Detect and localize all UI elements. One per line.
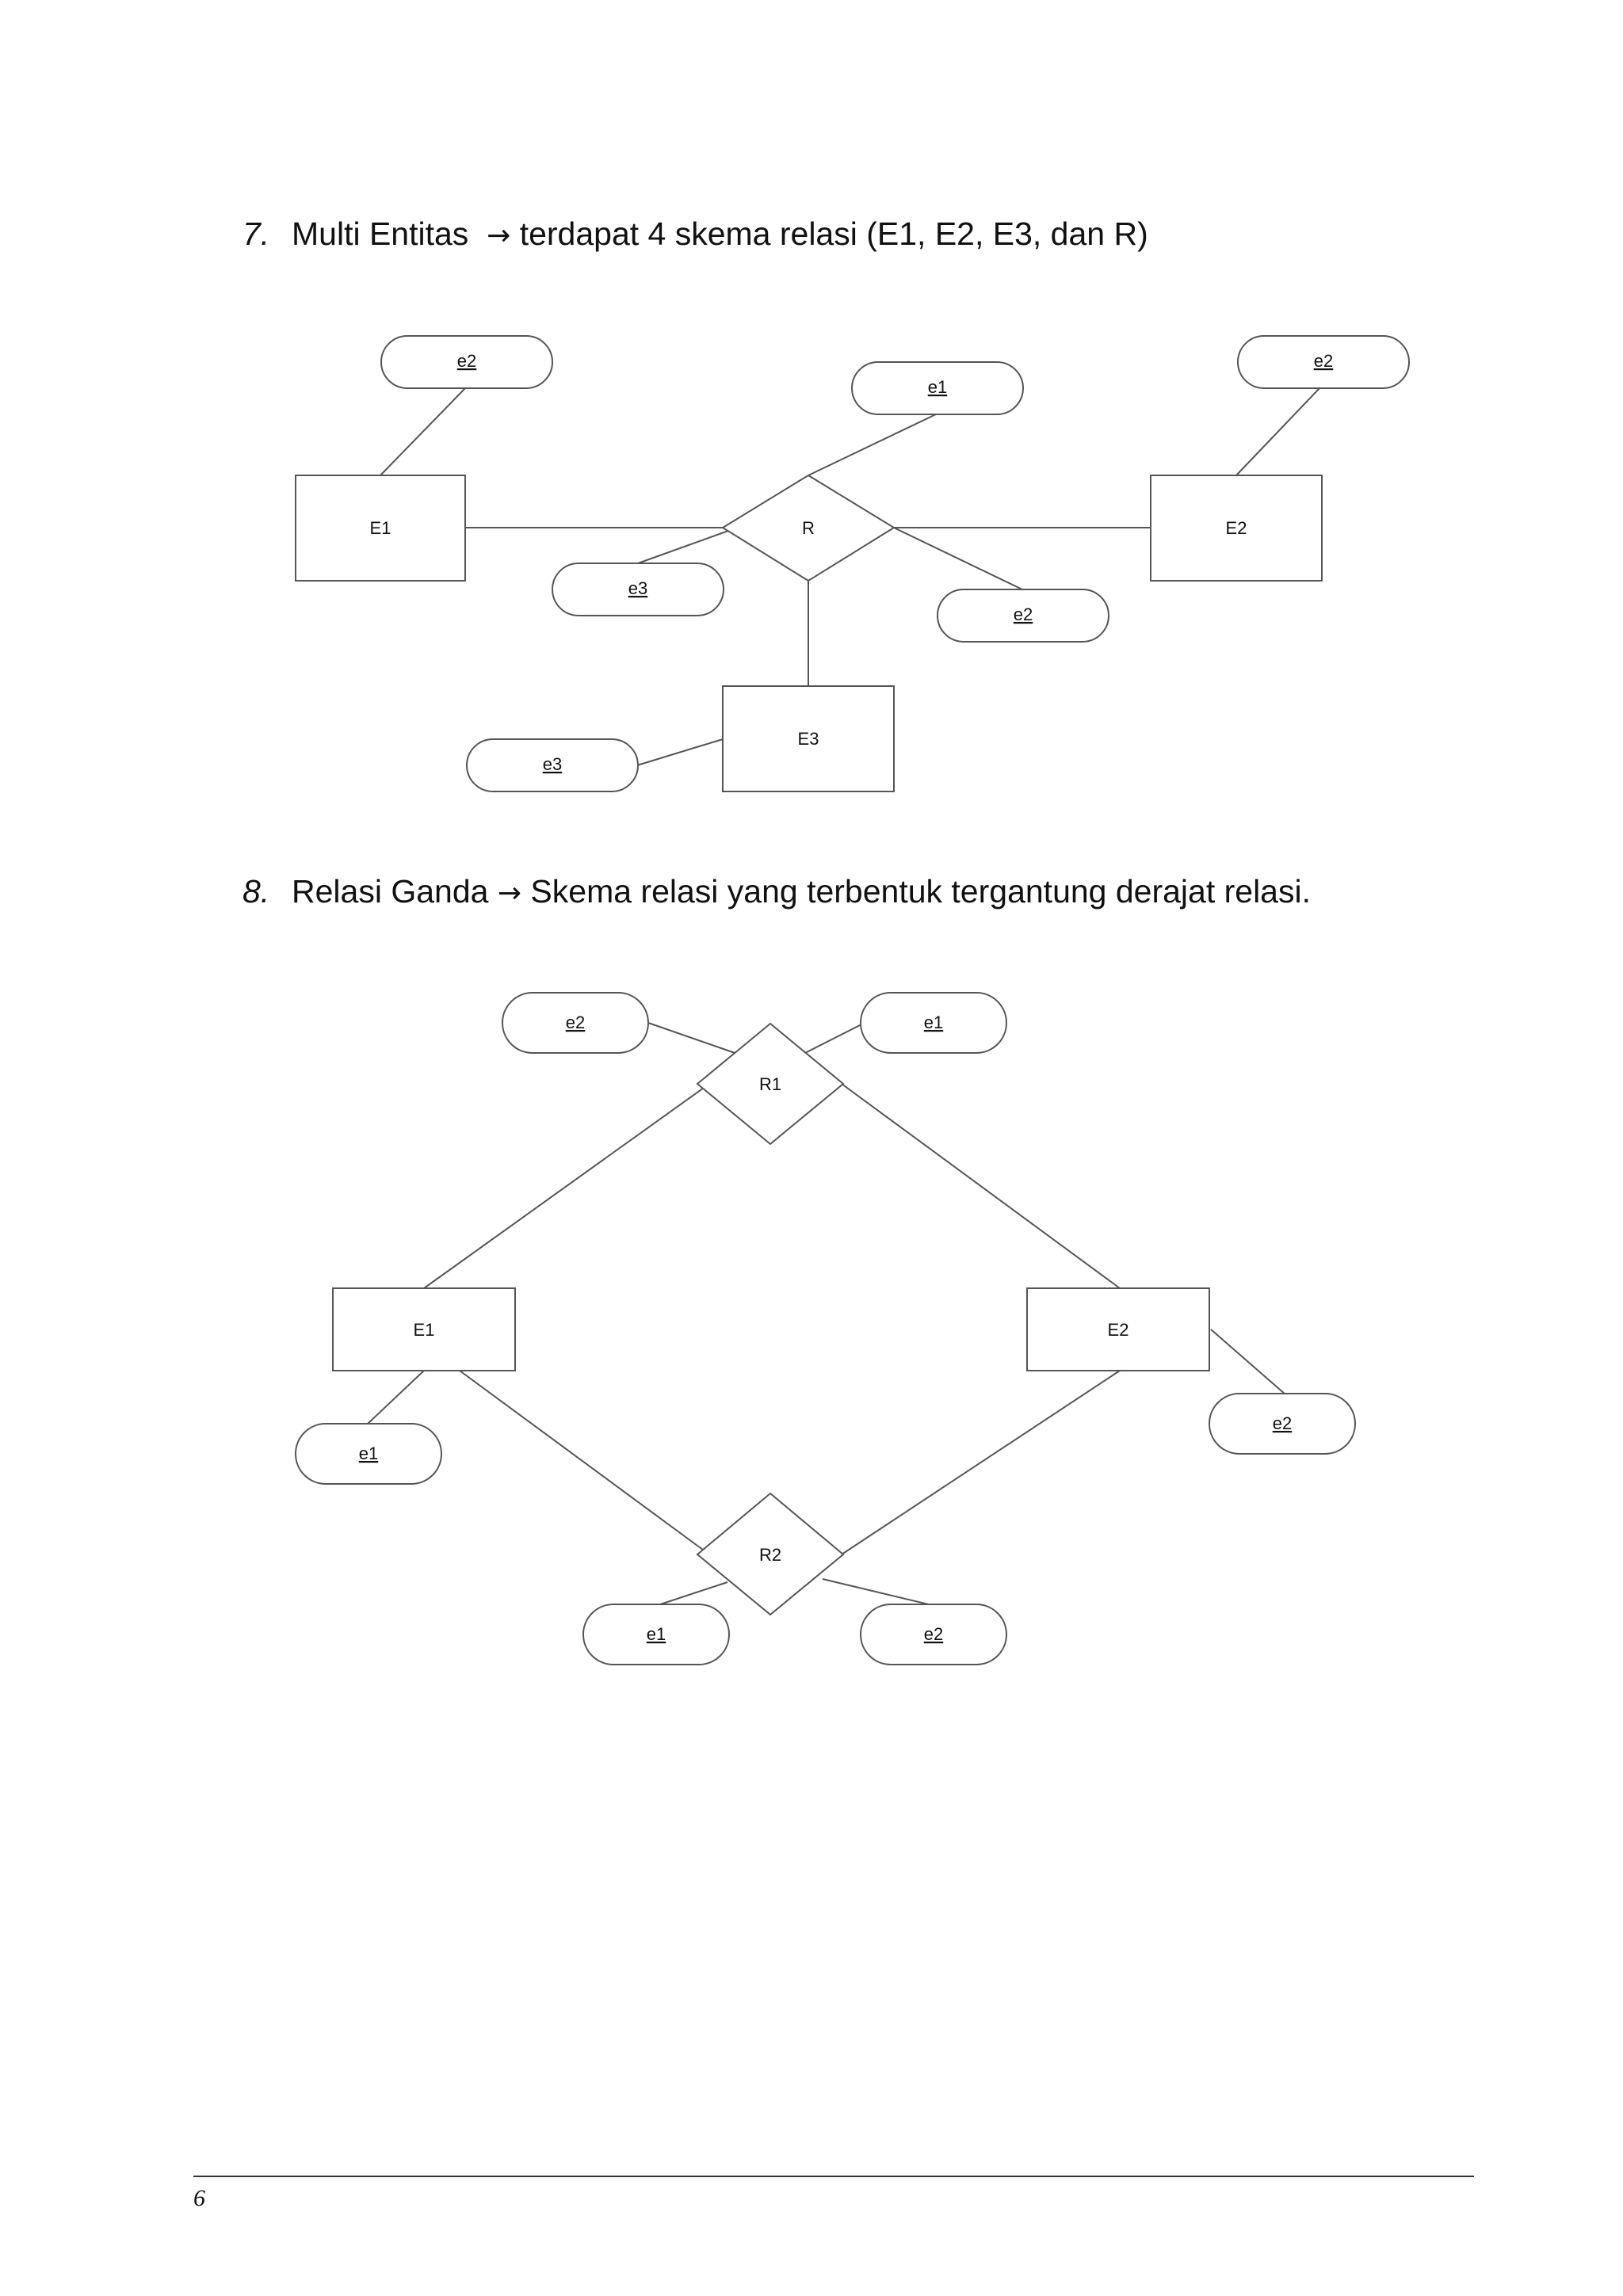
attribute-label: e1 bbox=[359, 1444, 378, 1463]
attribute-oval bbox=[1237, 335, 1410, 389]
entity-label: E3 bbox=[798, 729, 819, 749]
arrow-icon: → bbox=[497, 877, 522, 910]
page-number: 6 bbox=[193, 2185, 205, 2211]
attribute-label: e2 bbox=[924, 1624, 943, 1644]
link-attr-e1 bbox=[367, 1370, 425, 1425]
entity-label: E1 bbox=[414, 1320, 435, 1340]
entity-e2 bbox=[1150, 475, 1323, 582]
attribute-oval bbox=[582, 1604, 730, 1665]
relation-r2 bbox=[696, 1492, 845, 1616]
section-8-heading: 8. Relasi Ganda → Skema relasi yang terbe… bbox=[242, 871, 1311, 913]
section-number: 8. bbox=[242, 873, 270, 910]
link-r2-e2 bbox=[841, 1370, 1121, 1555]
entity-e2 bbox=[1026, 1287, 1210, 1371]
attribute-label: e2 bbox=[1314, 351, 1333, 371]
attribute-oval bbox=[1209, 1393, 1356, 1455]
link-attr-r-e1 bbox=[808, 413, 938, 476]
attribute-oval bbox=[851, 361, 1024, 415]
link-attr-e2 bbox=[1235, 387, 1320, 476]
section-description: terdapat 4 skema relasi (E1, E2, E3, dan… bbox=[519, 215, 1148, 252]
attribute-oval bbox=[937, 589, 1109, 643]
er-diagram-double-relation: E1 E2 R1 R2 e2 e1 e1 e2 e1 e2 bbox=[295, 992, 1356, 1665]
attribute-label: e2 bbox=[566, 1013, 585, 1032]
entity-label: E2 bbox=[1108, 1320, 1129, 1340]
section-title: Relasi Ganda bbox=[292, 873, 489, 910]
attribute-label: e3 bbox=[543, 754, 562, 774]
relation-r bbox=[721, 474, 896, 582]
attribute-label: e2 bbox=[1273, 1413, 1292, 1433]
attribute-label: e1 bbox=[928, 377, 947, 397]
attribute-oval bbox=[380, 335, 553, 389]
relation-label: R2 bbox=[759, 1545, 781, 1565]
link-attr-e3 bbox=[636, 738, 724, 766]
entity-e1 bbox=[332, 1287, 516, 1371]
arrow-icon: → bbox=[487, 219, 511, 252]
link-attr-r2-e1 bbox=[655, 1581, 728, 1607]
attribute-oval bbox=[860, 992, 1007, 1054]
attribute-oval bbox=[860, 1604, 1007, 1665]
section-7-heading: 7. Multi Entitas → terdapat 4 skema relas… bbox=[242, 214, 1148, 256]
link-attr-e2 bbox=[1210, 1329, 1286, 1395]
entity-e3 bbox=[722, 685, 895, 792]
attribute-label: e2 bbox=[1014, 605, 1033, 624]
attribute-label: e3 bbox=[628, 578, 647, 598]
link-r1-e2 bbox=[841, 1083, 1121, 1289]
attribute-oval bbox=[466, 738, 639, 792]
attribute-oval bbox=[552, 563, 724, 616]
entity-label: E2 bbox=[1226, 518, 1247, 538]
section-title: Multi Entitas bbox=[292, 215, 469, 252]
link-attr-r-e2 bbox=[893, 527, 1023, 590]
link-e1-r1 bbox=[423, 1083, 710, 1289]
attribute-label: e2 bbox=[457, 351, 476, 371]
link-attr-r1-e1 bbox=[803, 1022, 865, 1055]
footer-divider bbox=[193, 2176, 1474, 2177]
relation-label: R1 bbox=[759, 1074, 781, 1094]
link-attr-e1 bbox=[380, 387, 466, 476]
entity-e1 bbox=[295, 475, 466, 582]
link-attr-r-e3 bbox=[637, 527, 738, 564]
relation-r1 bbox=[696, 1022, 845, 1146]
link-e1-r2 bbox=[459, 1370, 710, 1555]
attribute-label: e1 bbox=[924, 1013, 943, 1032]
entity-label: E1 bbox=[370, 518, 391, 538]
section-number: 7. bbox=[242, 215, 270, 252]
link-attr-r1-e2 bbox=[647, 1022, 738, 1055]
attribute-oval bbox=[502, 992, 649, 1054]
section-description: Skema relasi yang terbentuk tergantung d… bbox=[530, 873, 1311, 910]
link-attr-r2-e2 bbox=[822, 1578, 936, 1607]
relation-label: R bbox=[802, 518, 815, 538]
attribute-label: e1 bbox=[647, 1624, 666, 1644]
attribute-oval bbox=[295, 1423, 442, 1485]
